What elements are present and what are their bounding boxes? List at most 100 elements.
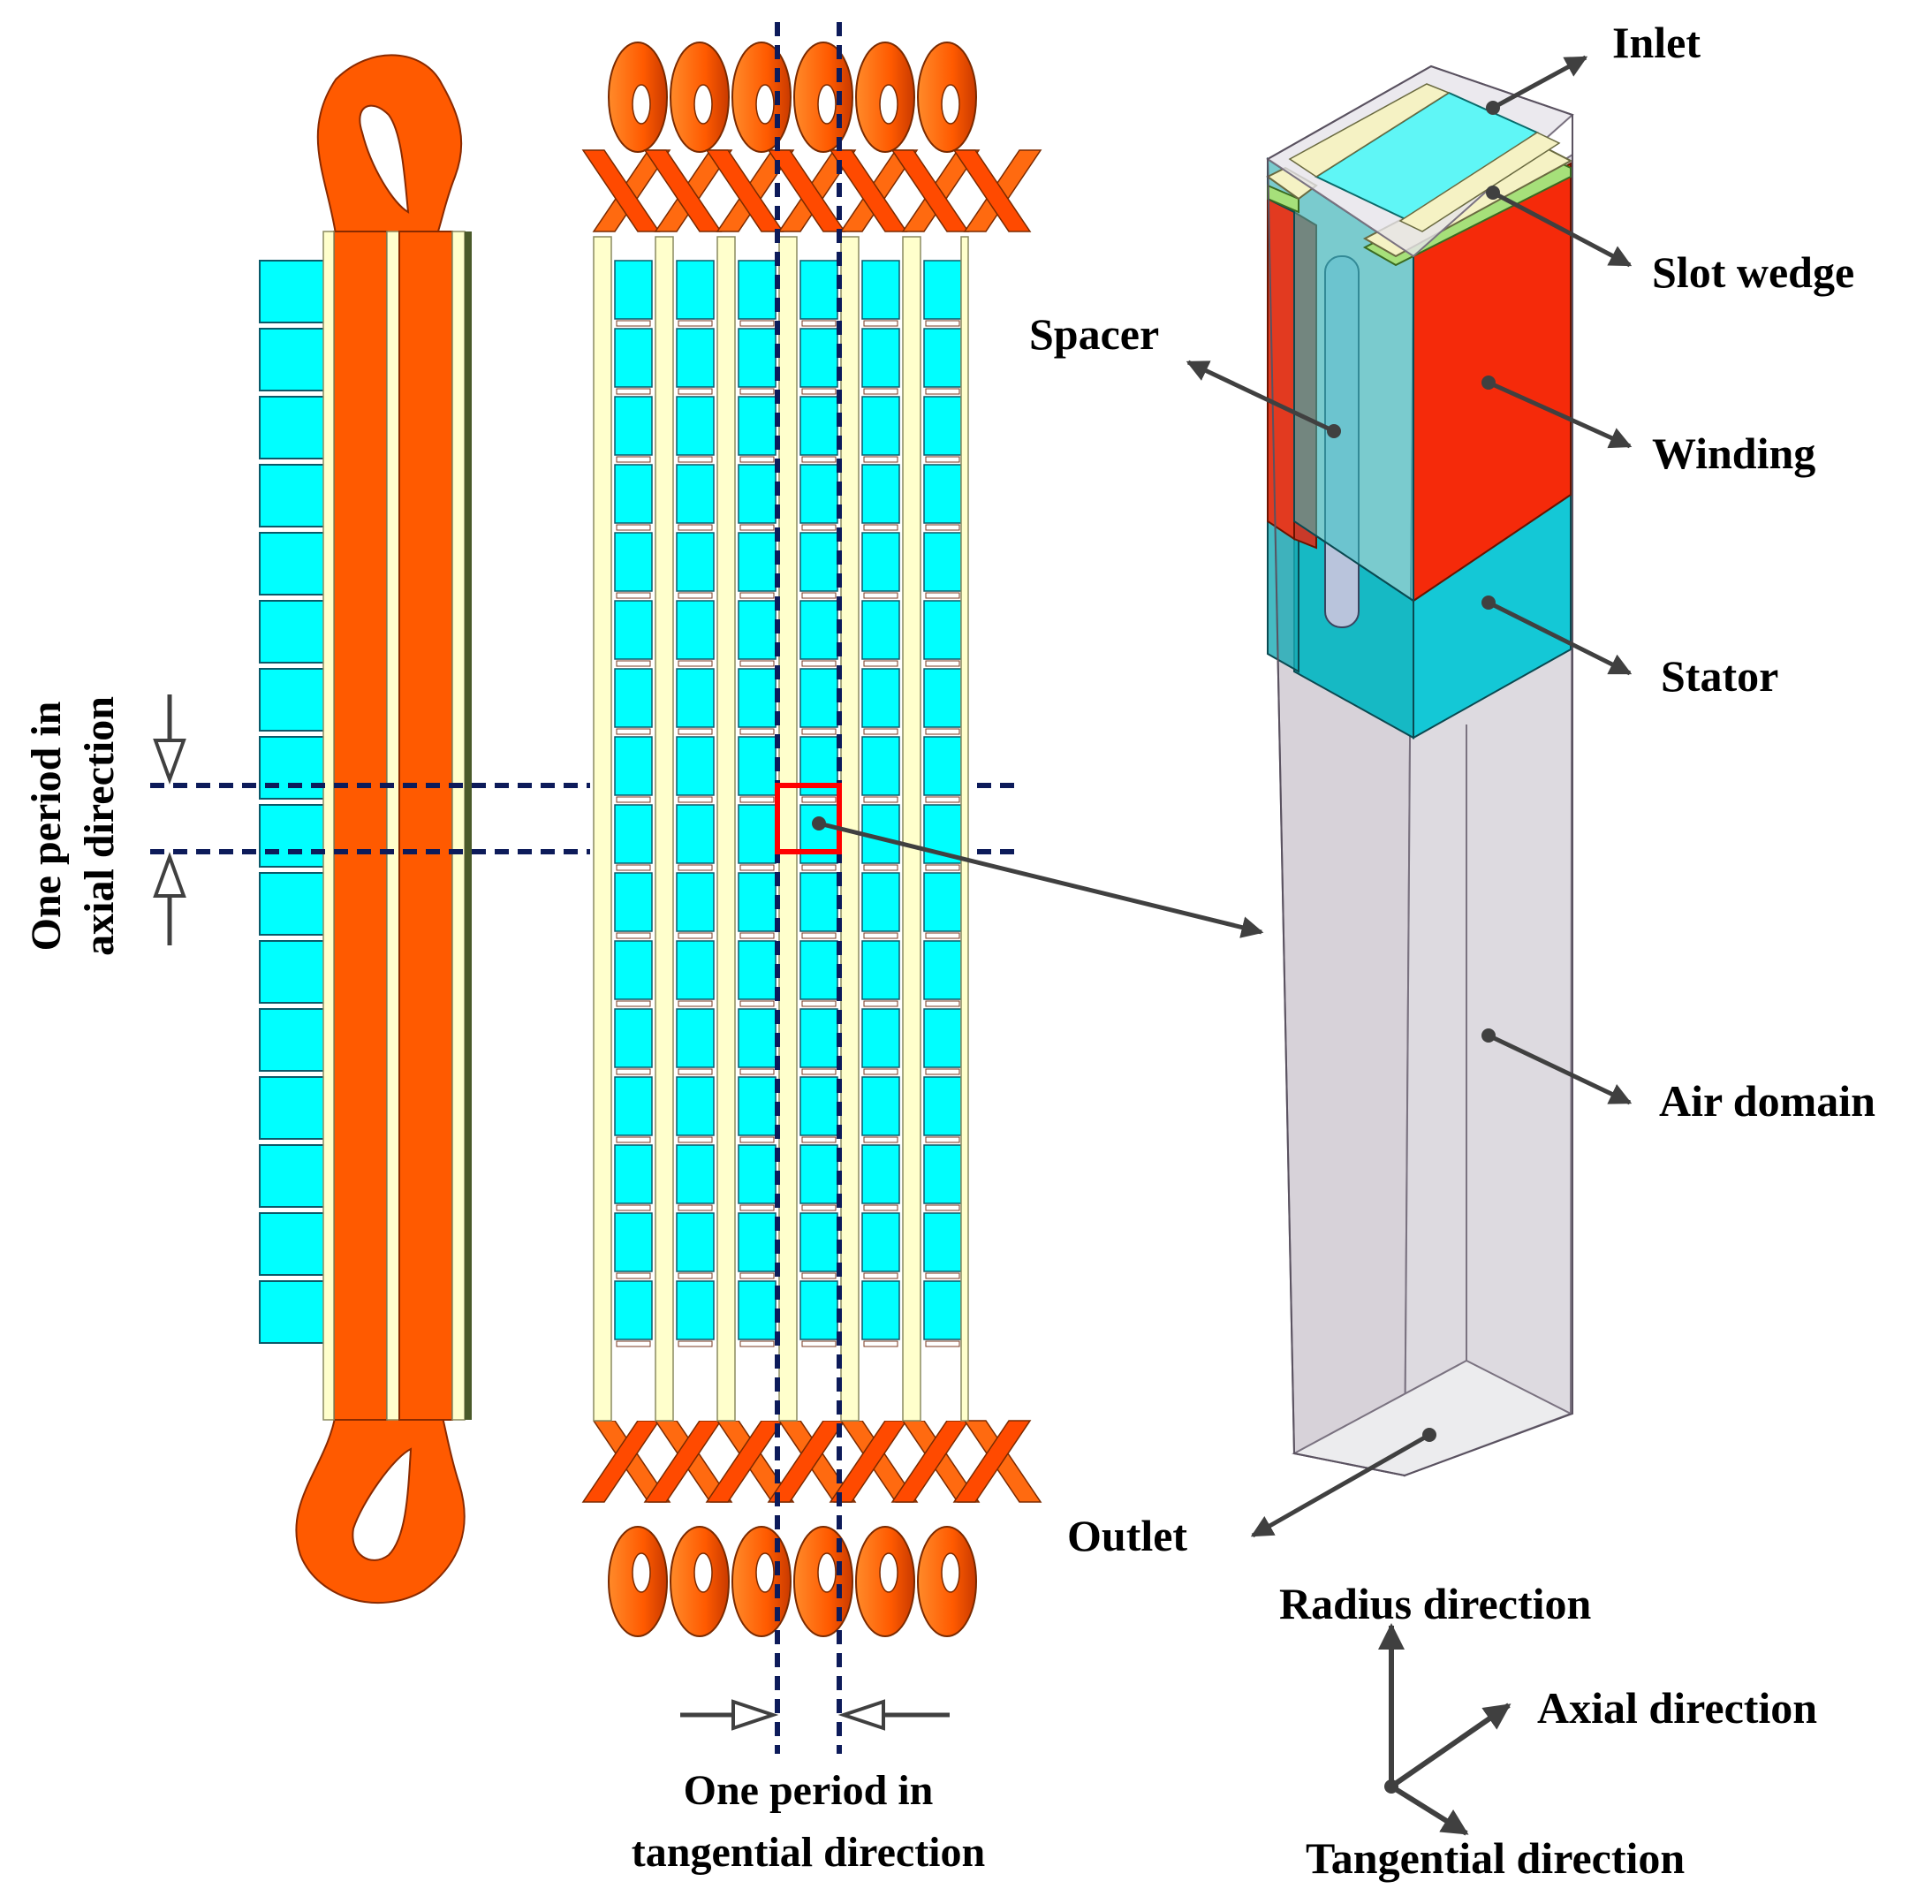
computational-domain-3d	[1266, 64, 1574, 1477]
front-cell-gap	[925, 456, 960, 463]
front-cell-gap	[616, 796, 651, 803]
front-stator-cell	[738, 668, 777, 728]
front-stator-cell	[614, 804, 653, 864]
front-stator-cell	[738, 1212, 777, 1272]
front-stator-cell	[799, 940, 838, 1000]
front-stator-cell	[799, 328, 838, 388]
coil-end-loop-top-hole	[632, 84, 651, 125]
front-stator-cell	[676, 736, 715, 796]
front-stator-cell	[923, 260, 962, 320]
front-cell-gap	[863, 320, 898, 327]
coil-end-loop-bottom-hole	[755, 1552, 775, 1593]
coil-straight-bar-1	[333, 231, 388, 1421]
front-cell-gap	[863, 1272, 898, 1279]
front-stator-cell	[799, 600, 838, 660]
callouts: Inlet Slot wedge Spacer Winding Stator A…	[1029, 18, 1875, 1560]
front-stator-cell	[861, 872, 900, 932]
coordinate-axes: Radius direction Axial direction Tangent…	[1279, 1579, 1817, 1883]
front-cell-gap	[678, 524, 713, 531]
axial-period-arrow-bottom-head	[153, 852, 186, 898]
front-cell-gap	[801, 1272, 837, 1279]
front-stator-cell	[614, 600, 653, 660]
stator-label: Stator	[1661, 651, 1778, 701]
side-view-stator-teeth	[259, 260, 335, 1344]
air-domain-edge-box	[1266, 64, 1573, 1477]
front-stator-cell	[799, 464, 838, 524]
winding-arrow	[1487, 380, 1633, 449]
front-cell-gap	[616, 320, 651, 327]
coil-end-strap-top-cross	[581, 149, 661, 232]
front-cell-gap	[678, 1272, 713, 1279]
front-cell-gap	[739, 660, 775, 667]
front-stator-cell	[799, 1144, 838, 1204]
front-stator-cell	[923, 1076, 962, 1136]
front-stator-cell	[676, 260, 715, 320]
front-stator-cell	[738, 804, 777, 864]
coil-end-strap-top-cross	[890, 149, 970, 232]
front-cell-gap	[925, 1340, 960, 1347]
front-stator-cell	[923, 600, 962, 660]
front-stator-cell	[799, 396, 838, 456]
front-cell-gap	[801, 796, 837, 803]
coil-insulation-left	[322, 231, 335, 1421]
front-cell-gap	[925, 728, 960, 735]
front-stator-cell	[923, 328, 962, 388]
front-stator-cell	[614, 1076, 653, 1136]
coil-end-strap-top-cross	[829, 149, 908, 232]
front-stator-cell	[861, 396, 900, 456]
front-stator-cell	[738, 600, 777, 660]
outlet-label: Outlet	[1067, 1511, 1187, 1560]
front-cell-gap	[739, 796, 775, 803]
coil-end-strap-bottom-cross	[952, 1420, 1032, 1503]
front-cell-gap	[616, 660, 651, 667]
front-cell-gap	[739, 388, 775, 395]
front-stator-cell	[676, 1212, 715, 1272]
front-cell-gap	[863, 864, 898, 871]
front-cell-gap	[739, 728, 775, 735]
front-cell-gap	[863, 1204, 898, 1211]
front-cell-gap	[925, 1000, 960, 1007]
front-stator-cell	[676, 940, 715, 1000]
front-cell-gap	[616, 524, 651, 531]
front-cell-gap	[739, 932, 775, 939]
front-cell-gap	[925, 1068, 960, 1075]
tangential-period-label-line2: tangential direction	[632, 1829, 985, 1876]
side-stator-tooth	[259, 1008, 335, 1072]
front-cell-gap	[678, 728, 713, 735]
front-stator-cell	[676, 1144, 715, 1204]
side-stator-tooth	[259, 1144, 335, 1208]
tangential-direction-label: Tangential direction	[1306, 1833, 1685, 1883]
front-cell-gap	[739, 1204, 775, 1211]
coil-insulation-2	[451, 231, 466, 1421]
coil-end-loop-top-hole	[817, 84, 837, 125]
front-stator-cell	[861, 1076, 900, 1136]
front-stator-cell	[614, 1280, 653, 1340]
side-stator-tooth	[259, 260, 335, 323]
front-cell-gap	[678, 864, 713, 871]
front-stator-cell	[923, 396, 962, 456]
side-stator-tooth	[259, 668, 335, 732]
front-cell-gap	[678, 592, 713, 599]
front-stator-cell	[738, 940, 777, 1000]
front-cell-gap	[863, 388, 898, 395]
front-cell-gap	[616, 728, 651, 735]
front-cell-gap	[801, 592, 837, 599]
front-stator-cell	[676, 328, 715, 388]
front-stator-cell	[676, 396, 715, 456]
coil-insulation-1	[386, 231, 400, 1421]
front-cell-gap	[801, 1068, 837, 1075]
side-stator-tooth	[259, 396, 335, 459]
front-stator-cell	[799, 668, 838, 728]
front-stator-cell	[676, 872, 715, 932]
front-cell-gap	[739, 320, 775, 327]
front-cell-gap	[739, 1068, 775, 1075]
side-stator-tooth	[259, 600, 335, 664]
front-cell-gap	[678, 320, 713, 327]
spacer-arrow	[1186, 360, 1336, 434]
front-cell-gap	[616, 1068, 651, 1075]
front-stator-cell	[799, 260, 838, 320]
front-cell-gap	[925, 1136, 960, 1143]
front-cell-gap	[863, 1000, 898, 1007]
front-stator-cell	[923, 736, 962, 796]
